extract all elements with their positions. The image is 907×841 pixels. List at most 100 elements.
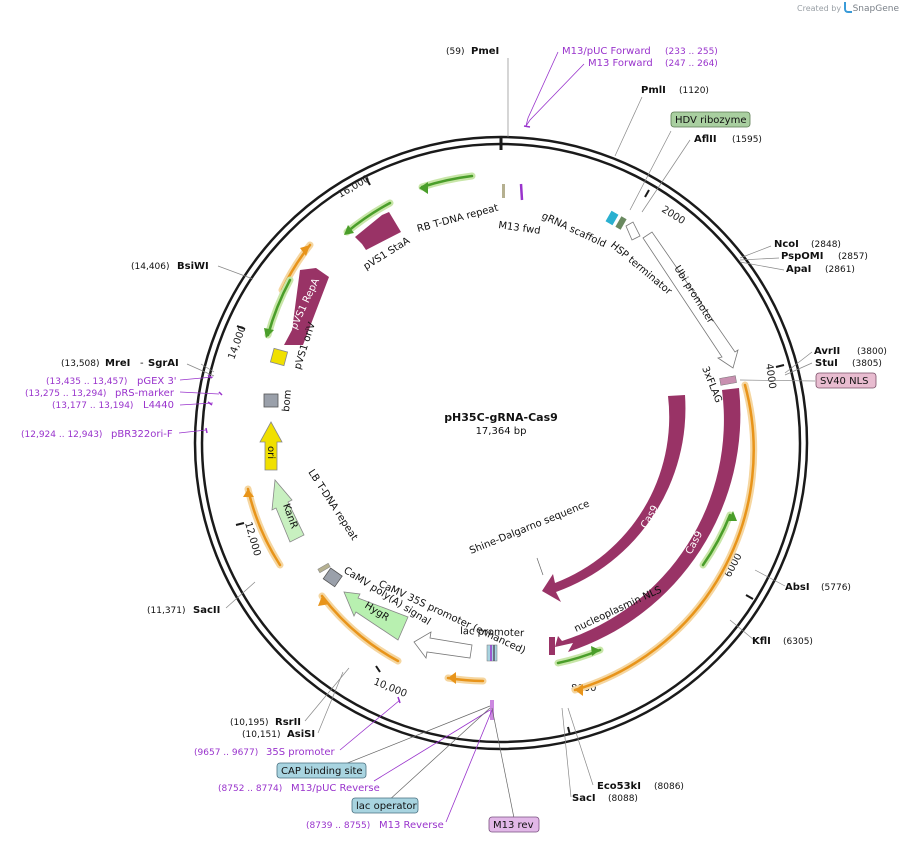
connector-lines	[186, 58, 816, 798]
restriction-sites: (59) PmeI PmlI (1120) AflII (1595) NcoI …	[61, 46, 887, 804]
lb-tdna-marker	[317, 562, 331, 574]
lac-cluster-marker	[486, 644, 498, 662]
primer-m13puc-rev-pos: (8752 .. 8774)	[218, 784, 282, 794]
site-mrei-pos: (13,508)	[61, 359, 100, 369]
lb-tdna-label: LB T-DNA repeat	[305, 468, 359, 543]
site-pmli-pos: (1120)	[679, 86, 709, 96]
lac-promoter-label: lac promoter	[460, 626, 525, 639]
site-pspomi-name: PspOMI	[781, 251, 823, 262]
primer-m13-rev-name: M13 Reverse	[379, 820, 444, 831]
hygr-arrow	[343, 591, 409, 641]
rb-tdna-label: RB T-DNA repeat	[416, 203, 500, 235]
hdv-ribozyme-label: HDV ribozyme	[675, 115, 746, 126]
site-asisi-pos: (10,151)	[242, 730, 281, 740]
hsp-terminator-arrow	[625, 221, 641, 241]
primer-m13puc-fwd-name: M13/pUC Forward	[562, 46, 651, 57]
ori-arrow	[259, 421, 283, 471]
site-ncoi-name: NcoI	[774, 239, 799, 250]
pvs1-repa-arrow	[284, 268, 329, 345]
primer-l4440-pos: (13,177 .. 13,194)	[52, 401, 133, 411]
tick-label-16000: 16,000	[336, 174, 372, 201]
misc-feature-arcs	[244, 241, 758, 694]
m13-rev-label: M13 rev	[493, 820, 534, 831]
camv35s-promoter-arrow	[413, 631, 473, 659]
site-pmli-name: PmlI	[641, 85, 666, 96]
site-absi-pos: (5776)	[821, 583, 851, 593]
ubi-promoter-label: Ubi promoter	[671, 264, 716, 327]
grna-scaffold-marker	[605, 210, 619, 226]
boxed-feature-labels: HDV ribozyme SV40 NLS CAP binding site l…	[276, 111, 877, 833]
primer-ticks	[205, 125, 531, 704]
site-sacii-pos: (11,371)	[147, 606, 186, 616]
flag-label: 3xFLAG	[699, 365, 724, 405]
site-apai-pos: (2861)	[825, 265, 855, 275]
tick-label-14000: 14,000	[226, 324, 248, 361]
nucleoplasmin-nls-marker	[549, 637, 555, 655]
hsp-terminator-marker	[615, 216, 627, 230]
site-saci-pos: (8088)	[608, 794, 638, 804]
site-sacii-name: SacII	[193, 605, 220, 616]
site-apai-name: ApaI	[786, 264, 811, 275]
svg-text:-: -	[140, 358, 144, 369]
green-feature-arcs	[264, 172, 734, 667]
tick-label-10000: 10,000	[372, 677, 409, 700]
site-aflii-pos: (1595)	[732, 135, 762, 145]
primer-m13puc-rev-name: M13/pUC Reverse	[291, 783, 380, 794]
bom-box	[263, 393, 279, 408]
primer-m13-rev-pos: (8739 .. 8755)	[306, 821, 370, 831]
sv40-nls-label: SV40 NLS	[820, 376, 869, 387]
primer-labels: M13/pUC Forward (233 .. 255) M13 Forward…	[21, 46, 718, 831]
primer-35s-name: 35S promoter	[266, 747, 336, 758]
tick-label-4000: 4000	[763, 363, 777, 390]
pvs1-staa-arrow	[355, 212, 401, 250]
site-saci-name: SacI	[572, 793, 596, 804]
primer-m13puc-fwd-pos: (233 .. 255)	[665, 47, 718, 57]
watermark-brand: SnapGene	[852, 4, 899, 14]
site-kfli-name: KflI	[752, 636, 771, 647]
lac-operator-label: lac operator	[356, 801, 417, 812]
camv-polya-box	[322, 567, 343, 588]
primer-pbr322-pos: (12,924 .. 12,943)	[21, 430, 102, 440]
site-bsiwi-name: BsiWI	[177, 261, 209, 272]
plasmid-length: 17,364 bp	[476, 426, 527, 437]
primer-35s-pos: (9657 .. 9677)	[194, 748, 258, 758]
site-aflii-name: AflII	[694, 134, 717, 145]
site-bsiwi-pos: (14,406)	[131, 262, 170, 272]
ubi-promoter-arrow	[642, 231, 739, 369]
backbone-inner-ring	[200, 142, 802, 744]
primer-m13-fwd-name: M13 Forward	[588, 58, 653, 69]
pvs1-oriv-box	[269, 347, 289, 367]
primer-pgex-name: pGEX 3'	[137, 376, 177, 387]
site-stui-name: StuI	[815, 358, 838, 369]
site-eco53ki-pos: (8086)	[654, 782, 684, 792]
site-rsrii-name: RsrII	[275, 717, 301, 728]
cas9-outer-arrow	[555, 388, 741, 652]
primer-prs-name: pRS-marker	[115, 388, 175, 399]
site-stui-pos: (3805)	[852, 359, 882, 369]
site-ncoi-pos: (2848)	[811, 240, 841, 250]
kanr-arrow	[271, 479, 305, 543]
cap-binding-site-label: CAP binding site	[281, 766, 363, 777]
primer-pgex-pos: (13,435 .. 13,457)	[46, 377, 127, 387]
snapgene-watermark: Created by SnapGene	[797, 2, 899, 14]
site-pmei-name: PmeI	[471, 46, 499, 57]
site-avrii-pos: (3800)	[857, 347, 887, 357]
primer-pbr322-name: pBR322ori-F	[111, 429, 173, 440]
misc-arrowheads	[243, 245, 583, 696]
site-absi-name: AbsI	[785, 582, 810, 593]
site-pmei-pos: (59)	[446, 47, 464, 57]
rb-tdna-marker	[502, 184, 505, 198]
plasmid-name: pH35C-gRNA-Cas9	[444, 411, 558, 424]
bom-label: bom	[281, 389, 294, 412]
primer-prs-pos: (13,275 .. 13,294)	[25, 389, 106, 399]
shine-dalgarno-pointer	[536, 557, 544, 576]
site-mrei-name: MreI	[105, 358, 130, 369]
site-eco53ki-name: Eco53kI	[597, 781, 641, 792]
site-avrii-name: AvrII	[814, 346, 840, 357]
flag-marker	[719, 375, 737, 386]
cas9-inner-arrow	[542, 395, 686, 602]
shine-dalgarno-label: Shine-Dalgarno sequence	[468, 498, 591, 556]
site-pspomi-pos: (2857)	[838, 252, 868, 262]
grna-scaffold-label: gRNA scaffold	[540, 211, 608, 250]
